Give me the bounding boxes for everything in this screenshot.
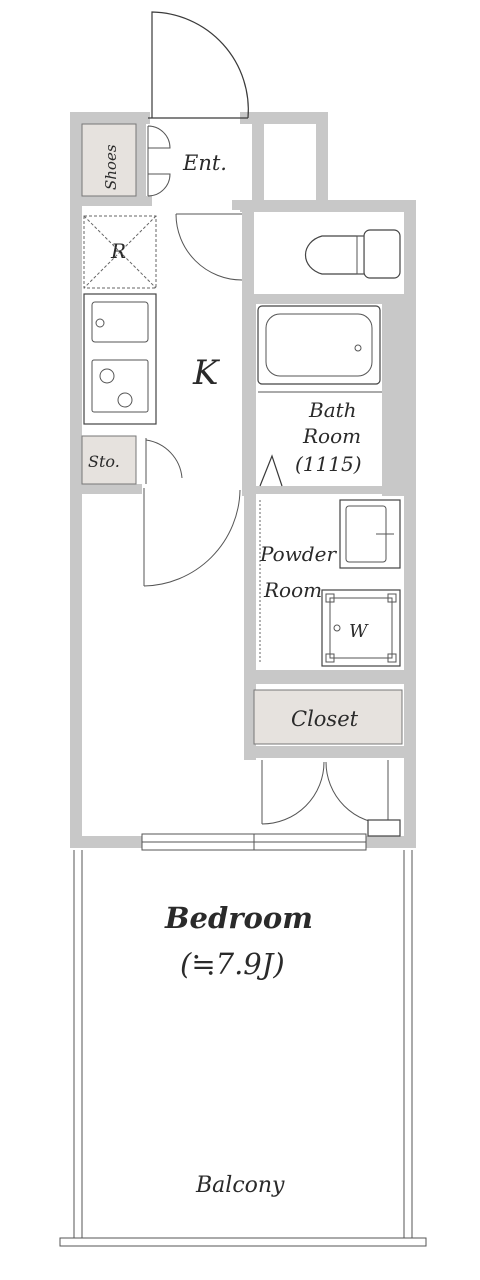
closet-label: Closet	[291, 707, 359, 731]
kitchen-counter	[83, 293, 157, 425]
bathtub	[257, 305, 382, 393]
kitchen-label: K	[192, 353, 221, 393]
bath-folding-door	[259, 454, 283, 487]
bath-label-line3: (1115)	[295, 452, 362, 476]
storage-label: Sto.	[88, 452, 120, 471]
powder-label-line2: Room	[263, 578, 322, 602]
toilet	[304, 229, 401, 279]
entrance-door	[148, 11, 249, 119]
washer-label: W	[349, 621, 369, 642]
entrance-label: Ent.	[182, 151, 227, 175]
storage-door	[145, 438, 183, 484]
refrigerator-label: R	[110, 239, 126, 263]
entrance-inner-door	[147, 125, 171, 197]
closet-doors	[261, 760, 389, 825]
balcony-label: Balcony	[195, 1173, 285, 1198]
bedroom-door	[143, 488, 241, 587]
kitchen-door	[175, 213, 243, 281]
closet	[253, 689, 403, 745]
shoes-label: Shoes	[102, 144, 120, 190]
balcony	[59, 850, 427, 1247]
powder-label-line1: Powder	[259, 542, 337, 566]
washbasin	[339, 499, 401, 569]
washing-machine-space	[321, 589, 401, 667]
bedroom-size-label: (≒7.9J)	[180, 947, 285, 981]
storage-cabinet	[81, 435, 137, 485]
shoes-cabinet	[81, 123, 137, 197]
bath-label-line1: Bath	[308, 398, 357, 422]
bath-label-line2: Room	[302, 424, 361, 448]
balcony-window	[141, 833, 367, 851]
bedroom-label: Bedroom	[164, 901, 313, 935]
refrigerator-space	[83, 215, 157, 289]
air-conditioner	[367, 819, 401, 837]
